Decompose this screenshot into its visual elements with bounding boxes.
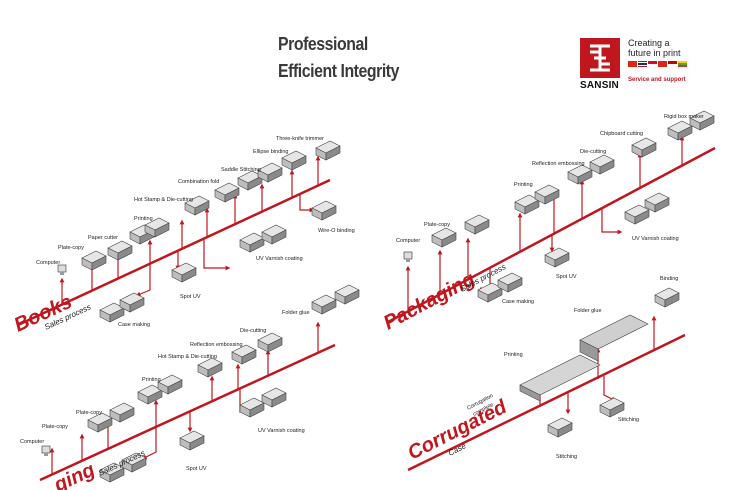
books-label-combination-fold: Combination fold: [178, 179, 219, 185]
books-label-computer: Computer: [36, 260, 60, 266]
language-flags: [628, 61, 687, 67]
labels-label-plate-copy-b: Plate-copy: [76, 410, 102, 416]
packaging-label-uv-varnish: UV Varnish coating: [632, 236, 679, 242]
packaging-label-rigid-box: Rigid box maker: [664, 114, 704, 120]
packaging-label-chipboard-cutting: Chipboard cutting: [600, 131, 643, 137]
brand-tagline-1: Creating a: [628, 38, 670, 48]
labels-label-folder-glue: Folder glue: [282, 310, 310, 316]
corrugated-label-binding: Binding: [660, 276, 678, 282]
corrugated-machines: [519, 287, 680, 438]
service-support-text: Service and support: [628, 77, 686, 83]
packaging-label-die-cutting: Die-cutting: [580, 149, 606, 155]
packaging-label-plate-copy: Plate-copy: [424, 222, 450, 228]
books-section: Computer Plate-copy Paper cutter Printin…: [11, 136, 355, 337]
headline-line-2: Efficient Integrity: [278, 61, 400, 81]
labels-process-line: [39, 343, 336, 482]
labels-label-printing: Printing: [142, 377, 161, 383]
flag-myanmar-icon: [678, 61, 687, 67]
books-label-hot-stamp: Hot Stamp & Die-cutting: [134, 197, 193, 203]
sansin-logo: [580, 38, 620, 78]
books-label-wire-o: Wire-O binding: [318, 228, 355, 234]
brand-name: SANSIN: [580, 80, 619, 91]
packaging-title: Packaging: [380, 268, 479, 334]
packaging-label-printing: Printing: [514, 182, 533, 188]
labels-label-spot-uv: Spot UV: [186, 466, 207, 472]
corrugated-label-stitching-b: Stitching: [556, 454, 577, 460]
packaging-label-computer: Computer: [396, 238, 420, 244]
packaging-label-reflection-embossing: Reflection embossing: [532, 161, 585, 167]
corrugated-section: Printing Folder glue Binding Corrugation…: [404, 276, 686, 472]
flag-thailand-icon: [638, 61, 647, 67]
flag-china-icon: [628, 61, 637, 67]
labels-label-die-cutting: Die-cutting: [240, 328, 266, 334]
flag-vietnam-icon: [658, 61, 667, 67]
books-label-spot-uv: Spot UV: [180, 294, 201, 300]
labels-label-plate-copy-a: Plate-copy: [42, 424, 68, 430]
corrugated-label-printing: Printing: [504, 352, 523, 358]
flag-malaysia-icon: [668, 61, 677, 67]
books-label-printing: Printing: [134, 216, 153, 222]
flag-indonesia-icon: [648, 61, 657, 67]
books-label-saddle-stitching: Saddle Stitching: [221, 167, 261, 173]
books-label-uv-varnish: UV Varnish coating: [256, 256, 303, 262]
corrugated-label-stitching-a: Stitching: [618, 417, 639, 423]
labels-label-reflection-embossing: Reflection embossing: [190, 342, 243, 348]
brand-tagline-2: future in print: [628, 48, 681, 58]
books-label-three-knife: Three-knife trimmer: [276, 136, 324, 142]
books-label-plate-copy: Plate-copy: [58, 245, 84, 251]
books-label-case-making: Case making: [118, 322, 150, 328]
packaging-label-spot-uv: Spot UV: [556, 274, 577, 280]
headline-line-1: Professional: [278, 34, 368, 54]
books-branch-arrows: [59, 155, 321, 305]
packaging-label-case-making: Case making: [502, 299, 534, 305]
labels-label-computer: Computer: [20, 439, 44, 445]
labels-label-hot-stamp: Hot Stamp & Die-cutting: [158, 354, 217, 360]
books-process-line: [17, 178, 331, 327]
labels-label-uv-varnish: UV Varnish coating: [258, 428, 305, 434]
corrugated-label-folder-glue: Folder glue: [574, 308, 602, 314]
corrugated-process-line: [407, 333, 686, 472]
books-label-ellipse-binding: Ellipse binding: [253, 149, 288, 155]
labels-machines: [41, 284, 360, 483]
books-label-paper-cutter: Paper cutter: [88, 235, 118, 241]
